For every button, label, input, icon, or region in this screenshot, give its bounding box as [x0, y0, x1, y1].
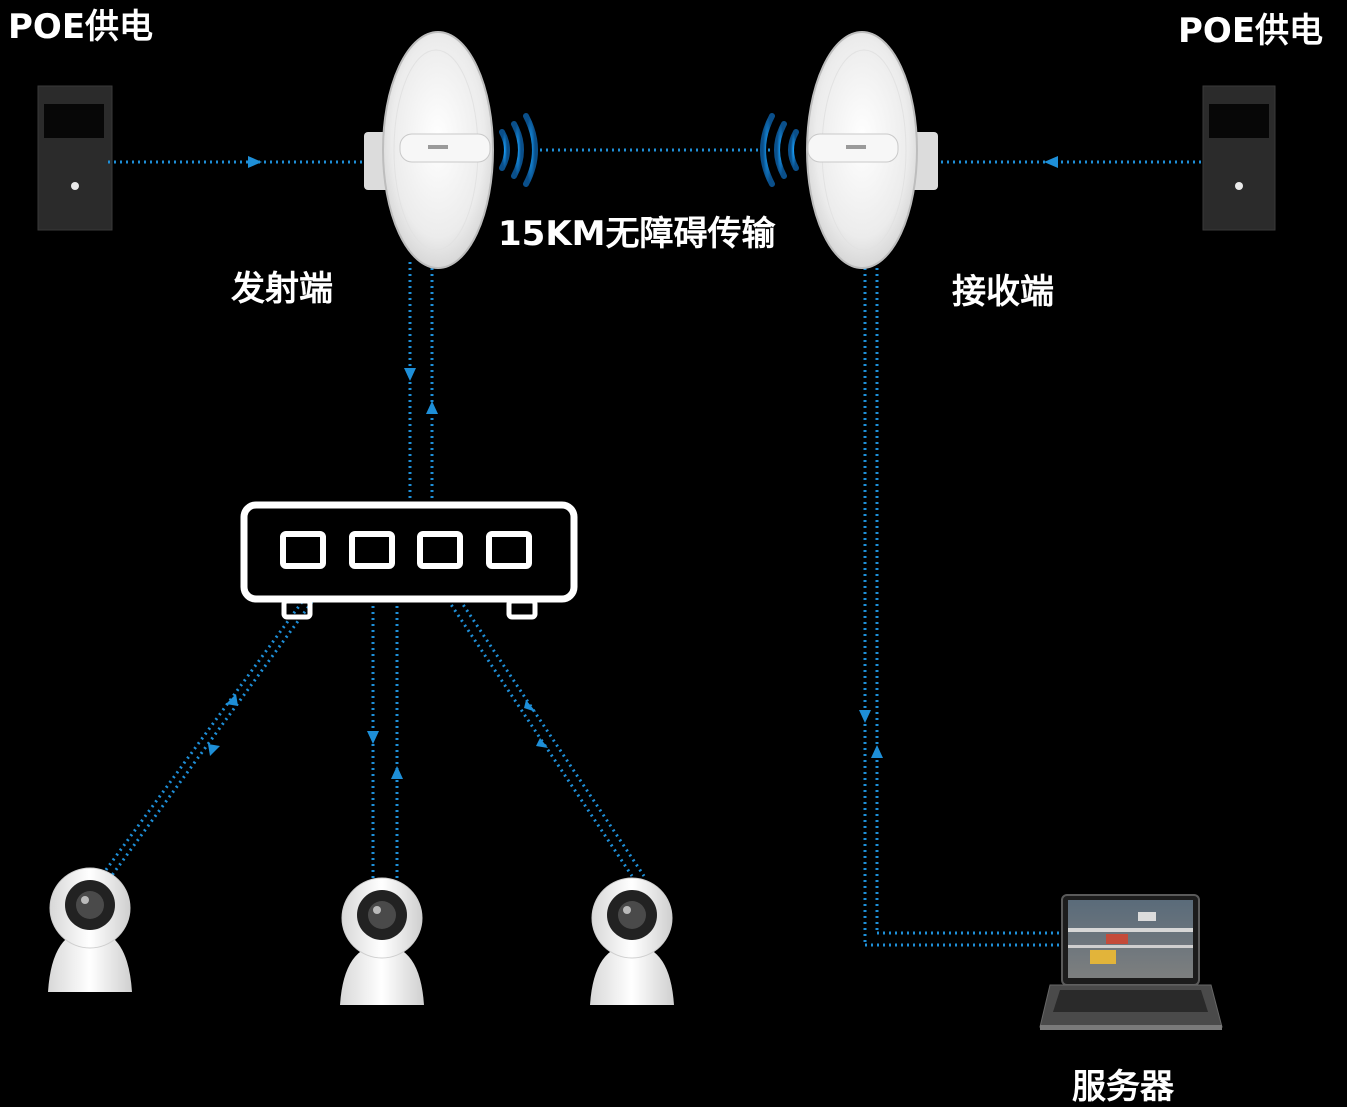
camera-2-security-camera-icon — [340, 877, 424, 1005]
left-power-label: POE供电 — [8, 7, 153, 47]
right-poe-injector-icon — [1202, 85, 1276, 231]
camera-3-security-camera-icon — [590, 877, 674, 1005]
transmit-signal-wave-icon — [499, 113, 538, 187]
server-label: 服务器 — [1072, 1067, 1175, 1107]
left-poe-injector-icon — [37, 85, 113, 231]
receive-signal-wave-icon — [760, 113, 799, 187]
camera-1-security-camera-icon — [48, 867, 132, 992]
link-label: 15KM无障碍传输 — [498, 214, 776, 254]
transmitter-dish-antenna-icon — [364, 31, 494, 269]
connection-lines — [98, 148, 1205, 947]
receiver-label: 接收端 — [952, 272, 1054, 312]
right-power-label: POE供电 — [1178, 11, 1323, 51]
network-switch-icon — [240, 501, 578, 620]
flow-arrows — [208, 156, 1058, 779]
receiver-dish-antenna-icon — [806, 31, 938, 269]
server-laptop-icon — [1039, 894, 1223, 1030]
transmitter-label: 发射端 — [231, 269, 333, 309]
